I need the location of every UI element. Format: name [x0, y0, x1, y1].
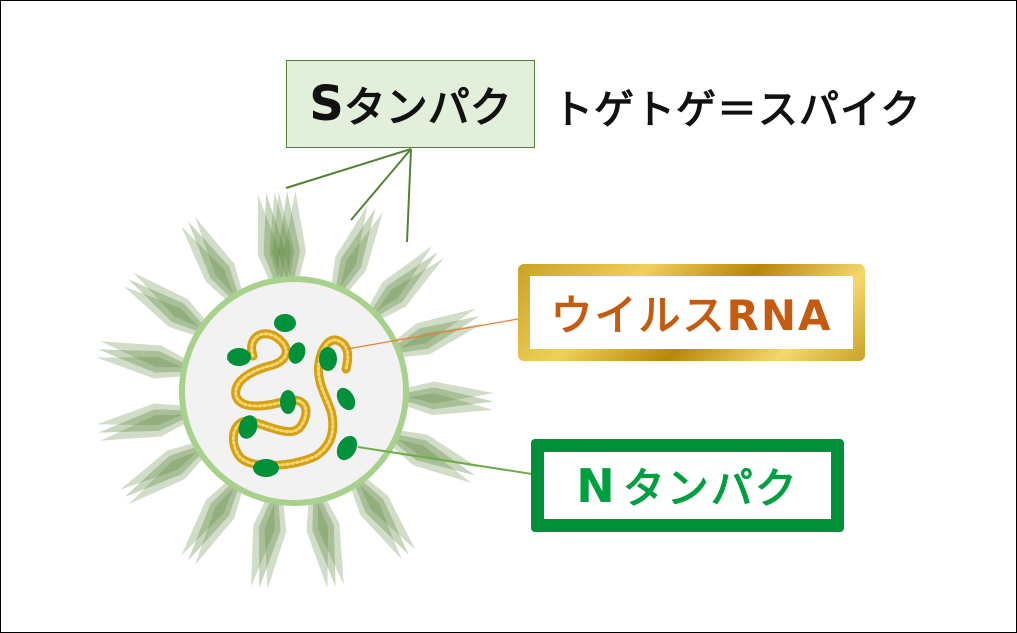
spike-protein	[100, 414, 202, 441]
spike-protein	[336, 211, 383, 306]
spike-protein	[96, 403, 201, 426]
spike-protein	[278, 191, 301, 297]
spike-protein	[351, 466, 416, 550]
s-protein-text: タンパク	[343, 82, 512, 132]
spike-protein	[195, 217, 248, 309]
spike-protein	[312, 483, 336, 587]
virus-envelope	[179, 276, 409, 506]
spike-protein	[388, 381, 494, 404]
spike-protein	[388, 387, 494, 410]
spike-protein	[264, 485, 287, 590]
spike-protein	[365, 258, 444, 328]
n-protein-particles	[227, 314, 358, 477]
n-protein-letter: N	[576, 458, 617, 513]
spike-protein	[380, 308, 477, 352]
spike-proteins	[96, 191, 494, 590]
spike-protein	[181, 225, 241, 313]
spike-protein	[359, 246, 432, 323]
spike-protein	[257, 194, 280, 298]
spike-protein	[381, 427, 479, 468]
spike-protein	[128, 444, 216, 504]
spike-protein	[98, 349, 202, 373]
spike-protein	[181, 469, 241, 557]
spike-protein	[382, 316, 480, 356]
spike-protein	[272, 191, 295, 297]
spike-protein	[345, 471, 402, 560]
rna-label: ウイルスRNA	[530, 276, 853, 349]
spike-protein	[263, 192, 286, 297]
n-protein-text: タンパク	[622, 464, 799, 513]
spike-protein	[362, 252, 438, 326]
spike-protein	[388, 393, 494, 416]
rna-leader-line	[346, 318, 519, 350]
spike-protein	[100, 341, 202, 368]
spike-protein	[123, 286, 214, 342]
n-protein-leader-line	[357, 446, 533, 475]
spike-description: トゲトゲ＝スパイク	[553, 87, 922, 133]
spike-protein	[195, 473, 248, 565]
spike-protein	[188, 221, 244, 311]
s-protein-leader-lines	[285, 148, 412, 243]
spike-protein	[332, 208, 376, 305]
spike-protein	[98, 409, 202, 433]
spike-protein	[128, 279, 216, 338]
spike-protein	[124, 441, 214, 497]
spike-protein	[96, 356, 201, 379]
s-protein-label-box: S タンパク	[286, 60, 535, 148]
spike-protein	[188, 471, 244, 561]
spike-protein	[348, 468, 409, 555]
spike-protein	[283, 191, 306, 297]
spike-protein	[317, 483, 344, 585]
s-protein-letter: S	[309, 76, 344, 132]
spike-protein	[251, 483, 275, 587]
spike-protein	[133, 272, 218, 335]
spike-protein	[258, 484, 281, 588]
spike-protein	[120, 437, 212, 490]
n-protein-label-box: N タンパク	[531, 439, 844, 532]
spike-protein	[378, 434, 472, 484]
spike-protein	[383, 323, 483, 360]
spike-protein	[328, 205, 368, 303]
rna-label-box: ウイルスRNA	[518, 264, 865, 361]
spike-protein	[306, 484, 329, 589]
spike-protein	[269, 191, 292, 297]
spike-protein	[380, 431, 476, 476]
